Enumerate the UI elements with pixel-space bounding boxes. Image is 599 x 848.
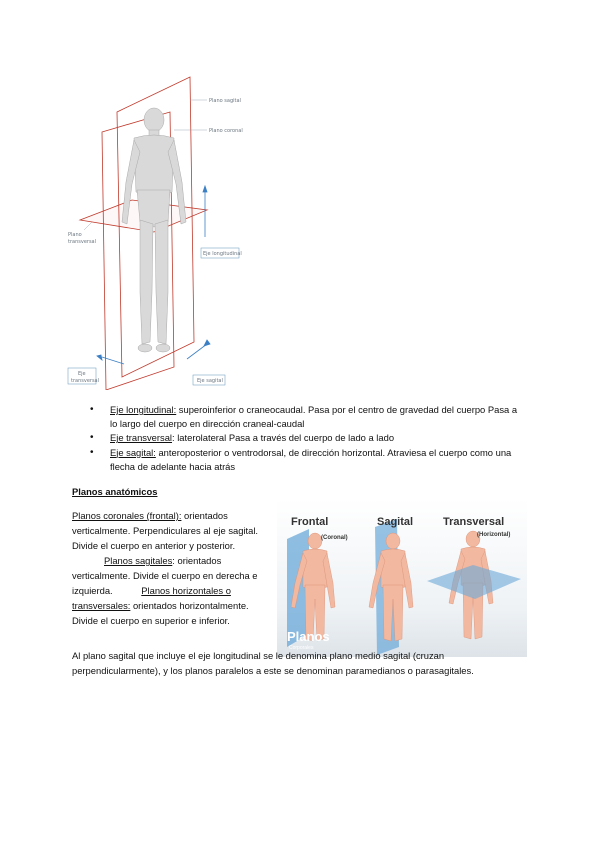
human-figure xyxy=(121,107,187,353)
anatomy-planes-illustration: Plano sagital Plano coronal Plano transv… xyxy=(67,76,243,391)
title-sagital: Sagital xyxy=(377,516,413,528)
label-plano-coronal: Plano coronal xyxy=(209,128,243,134)
label-eje-longitudinal: Eje longitudinal xyxy=(203,251,242,257)
subtitle-corporales: Corporales xyxy=(289,645,314,651)
label-eje-transversal-2: transversal xyxy=(71,378,99,384)
body-planes-illustration: Frontal (Coronal) Sagital Transversal (H… xyxy=(287,516,521,655)
title-transversal: Transversal xyxy=(443,516,504,528)
term-eje-transversal: Eje transversal xyxy=(110,432,173,444)
text-eje-transversal: : laterolateral Pasa a través del cuerpo… xyxy=(172,432,395,444)
text-planos-horizontales: orientados horizontalmente. Divide el cu… xyxy=(72,600,249,626)
text-planos-sagitales: : orientados verticalmente. Divide el cu… xyxy=(72,555,258,596)
title-planos: Planos xyxy=(287,629,330,644)
label-box-eje-sagital xyxy=(192,374,226,386)
body-planes-figure: Frontal (Coronal) Sagital Transversal (H… xyxy=(277,499,527,657)
subtitle-coronal: (Coronal) xyxy=(321,535,348,541)
text-planos-coronales: orientados verticalmente. Perpendiculare… xyxy=(72,510,259,551)
frontal-figure xyxy=(290,532,336,642)
sagital-figure xyxy=(368,532,414,642)
label-box-eje-longitudinal xyxy=(200,247,240,259)
label-box-eje-transversal xyxy=(67,367,97,385)
axis-arrows xyxy=(96,184,211,365)
term-planos-sagitales: Planos sagitales xyxy=(104,555,173,566)
sagital-plane-outline xyxy=(116,76,195,378)
anatomy-planes-figure: Plano sagital Plano coronal Plano transv… xyxy=(62,72,272,391)
label-eje-sagital: Eje sagital xyxy=(197,378,223,384)
term-planos-coronales: Planos coronales (frontal): xyxy=(72,510,182,521)
axes-list: Eje longitudinal: superoinferior o crane… xyxy=(90,403,518,474)
text-eje-longitudinal: superoinferior o craneocaudal. Pasa por … xyxy=(110,404,518,430)
text-eje-sagital: anteroposterior o ventrodorsal, de direc… xyxy=(110,446,512,472)
label-plano-sagital: Plano sagital xyxy=(209,98,241,104)
term-eje-longitudinal: Eje longitudinal: xyxy=(110,404,177,415)
label-plano-transversal-1: Plano xyxy=(68,232,82,238)
title-frontal: Frontal xyxy=(291,516,328,528)
list-item-eje-sagital: Eje sagital: anteroposterior o ventrodor… xyxy=(90,446,518,474)
list-item-eje-longitudinal: Eje longitudinal: superoinferior o crane… xyxy=(90,403,518,431)
transversal-plane xyxy=(427,565,521,599)
subtitle-horizontal: (Horizontal) xyxy=(477,532,510,538)
term-eje-sagital: Eje sagital: xyxy=(110,446,156,458)
final-paragraph: Al plano sagital que incluye el eje long… xyxy=(72,650,474,676)
label-plano-transversal-2: transversal xyxy=(68,239,96,245)
list-item-eje-transversal: Eje transversal: laterolateral Pasa a tr… xyxy=(90,431,518,445)
label-eje-transversal-1: Eje xyxy=(78,371,86,377)
section-heading-planos: Planos anatómicos xyxy=(72,486,158,497)
term-planos-horizontales: Planos horizontales o transversales: xyxy=(72,585,231,611)
planes-description: Planos coronales (frontal): orientados v… xyxy=(72,508,268,628)
planes-paragraph: Planos coronales (frontal): orientados v… xyxy=(72,508,268,628)
